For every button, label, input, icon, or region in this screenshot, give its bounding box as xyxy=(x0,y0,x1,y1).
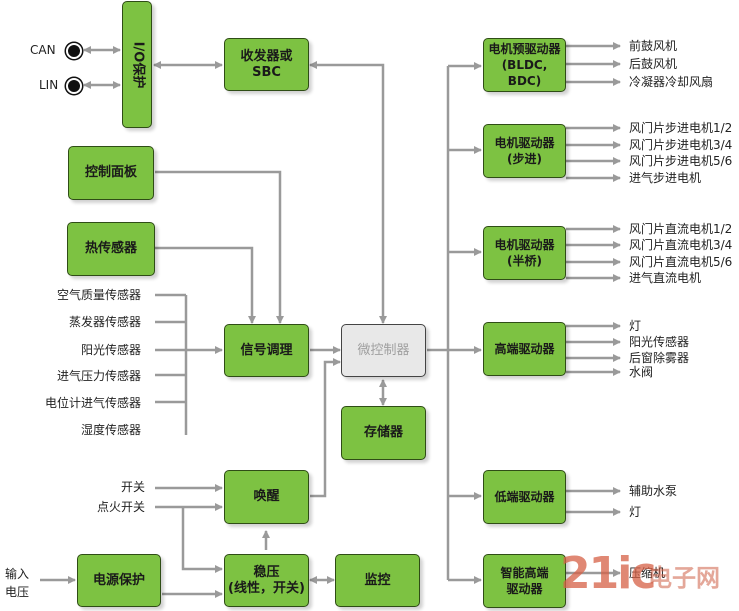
sensor-label: 湿度传感器 xyxy=(80,423,141,437)
output-label: 进气步进电机 xyxy=(629,171,702,185)
highside-driver-block: 高端驱动器 xyxy=(483,322,566,376)
monitor-block: 监控 xyxy=(335,554,420,607)
regulator-block: 稳压 (线性，开关) xyxy=(224,554,309,607)
output-label: 风门片步进电机1/2 xyxy=(629,121,733,135)
can-connector-icon xyxy=(66,43,82,59)
wire-panel-signal xyxy=(155,170,284,324)
output-label: 后鼓风机 xyxy=(629,57,678,71)
ignition-switch-label: 点火开关 xyxy=(96,500,145,514)
wakeup-block: 唤醒 xyxy=(224,470,309,524)
output-label: 水阀 xyxy=(629,365,654,379)
halfbridge-driver-block: 电机驱动器 (半桥) xyxy=(483,226,566,280)
sensor-label: 进气压力传感器 xyxy=(56,369,141,383)
microcontroller-block: 微控制器 xyxy=(341,324,426,377)
output-label: 前鼓风机 xyxy=(629,39,678,53)
wire-wakeup-mcu xyxy=(310,358,341,498)
transceiver-block: 收发器或 SBC xyxy=(224,38,309,91)
sensor-label: 蒸发器传感器 xyxy=(68,315,141,329)
lin-label: LIN xyxy=(39,78,59,92)
output-label: 风门片直流电机5/6 xyxy=(629,255,733,269)
output-label: 风门片步进电机3/4 xyxy=(629,138,733,152)
sensor-label: 阳光传感器 xyxy=(80,343,141,357)
thermal-sensor-block: 热传感器 xyxy=(67,222,155,276)
can-label: CAN xyxy=(30,43,56,57)
control-panel-block: 控制面板 xyxy=(68,146,154,200)
signal-conditioning-block: 信号调理 xyxy=(224,324,309,377)
wire-thermal-signal xyxy=(155,246,256,324)
switch-label: 开关 xyxy=(120,480,145,494)
watermark-text: 电子网 xyxy=(648,564,720,592)
output-label: 灯 xyxy=(629,505,642,519)
sensor-label: 电位计进气传感器 xyxy=(44,396,141,410)
output-label: 后窗除雾器 xyxy=(629,351,690,365)
lin-connector-icon xyxy=(66,78,82,94)
input-voltage-label: 输入 电压 xyxy=(5,567,30,599)
stepper-driver-block: 电机驱动器 (步进) xyxy=(483,124,566,178)
output-label: 辅助水泵 xyxy=(629,484,678,498)
memory-block: 存储器 xyxy=(341,406,426,460)
watermark-logo: 21ic xyxy=(560,548,656,599)
motor-predriver-block: 电机预驱动器 (BLDC, BDC) xyxy=(483,38,566,92)
output-label: 阳光传感器 xyxy=(629,335,690,349)
wire-transceiver-mcu xyxy=(309,61,387,324)
output-label: 灯 xyxy=(629,319,642,333)
output-label: 风门片直流电机1/2 xyxy=(629,222,733,236)
output-label: 冷凝器冷却风扇 xyxy=(629,75,714,89)
io-protection-block: I/O保护 xyxy=(122,1,152,128)
smart-highside-driver-block: 智能高端 驱动器 xyxy=(483,554,566,608)
io-protection-label: I/O保护 xyxy=(130,41,146,88)
output-label: 风门片直流电机3/4 xyxy=(629,238,733,252)
lowside-driver-block: 低端驱动器 xyxy=(483,470,566,524)
sensor-label: 空气质量传感器 xyxy=(56,288,141,302)
output-label: 风门片步进电机5/6 xyxy=(629,154,733,168)
output-label: 压缩机 xyxy=(629,566,666,580)
output-label: 进气直流电机 xyxy=(629,271,702,285)
power-protection-block: 电源保护 xyxy=(77,554,161,607)
